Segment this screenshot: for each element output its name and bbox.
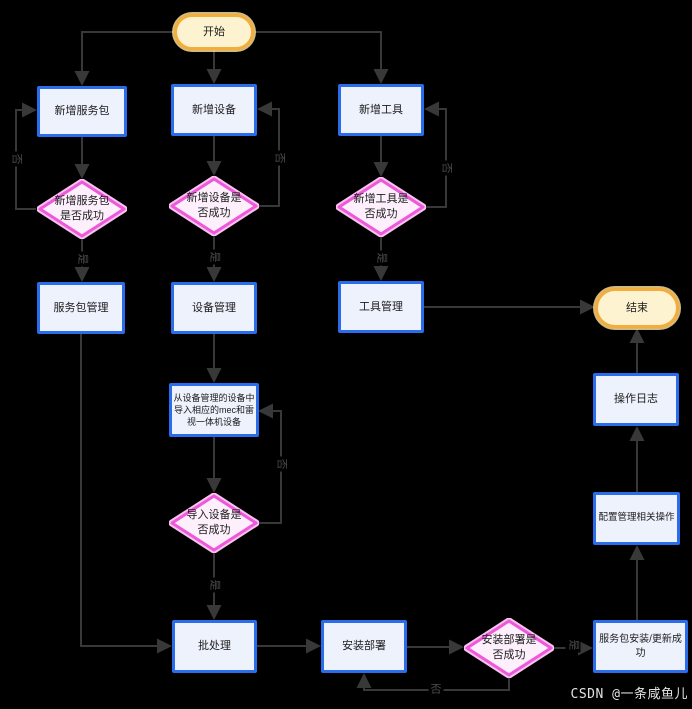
edge-start-to-add-tool (254, 31, 389, 84)
edge-label-svc-no: 否 (8, 151, 24, 167)
diamond-shape (336, 177, 426, 237)
node-import-devices-label: 从设备管理的设备中 导入相应的mec和雷 视一体机设备 (173, 392, 255, 428)
node-pkg-install-update-label: 服务包安装/更新成 功 (599, 634, 682, 659)
node-device-mgmt-label: 设备管理 (192, 301, 236, 314)
node-device-success-label: 新增设备是 否成功 (186, 192, 242, 219)
node-add-device: 新增设备 (171, 84, 257, 136)
node-tool-success-decision: 新增工具是 否成功 (336, 177, 426, 237)
edge-label-tool-yes: 是 (373, 250, 389, 266)
node-import-success-label: 导入设备是 否成功 (186, 509, 242, 536)
node-deploy-success-label: 安装部署是 否成功 (481, 634, 537, 661)
node-add-tool-label: 新增工具 (359, 103, 403, 116)
node-svc-pkg-success-label: 新增服务包 是否成功 (54, 195, 110, 222)
node-config-mgmt-ops-label: 配置管理相关操作 (598, 512, 675, 524)
node-import-success-decision: 导入设备是 否成功 (169, 493, 259, 553)
node-import-devices: 从设备管理的设备中 导入相应的mec和雷 视一体机设备 (169, 383, 259, 437)
node-batch-process: 批处理 (172, 620, 257, 673)
diamond-shape (169, 493, 259, 553)
node-tool-mgmt-label: 工具管理 (359, 300, 403, 313)
edge-pkg-mgmt-to-batch (80, 334, 172, 654)
node-device-mgmt: 设备管理 (171, 282, 257, 334)
node-add-device-label: 新增设备 (192, 103, 236, 116)
node-tool-mgmt: 工具管理 (338, 281, 424, 333)
node-install-deploy: 安装部署 (321, 620, 407, 673)
edge-label-tool-no: 否 (438, 160, 454, 176)
edge-label-deploy-yes: 是 (565, 637, 581, 653)
edge-label-dev-no: 否 (271, 150, 287, 166)
diamond-shape (37, 179, 127, 239)
diamond-shape (169, 176, 259, 236)
edge-label-dev-yes: 是 (206, 249, 222, 265)
node-deploy-success-decision: 安装部署是 否成功 (464, 618, 554, 678)
csdn-watermark: CSDN @一条咸鱼儿 (570, 687, 688, 702)
node-end-label: 结束 (626, 301, 648, 314)
edge-label-svc-yes: 是 (74, 251, 90, 267)
node-operation-log: 操作日志 (593, 373, 679, 426)
node-batch-process-label: 批处理 (198, 640, 231, 653)
node-add-service-pkg-label: 新增服务包 (54, 105, 110, 118)
edge-label-import-no: 否 (273, 456, 289, 472)
edge-tool-decision-no-loop (424, 101, 447, 208)
node-end: 结束 (595, 288, 679, 328)
node-tool-success-label: 新增工具是 否成功 (353, 193, 409, 220)
node-device-success-decision: 新增设备是 否成功 (169, 176, 259, 236)
node-svc-pkg-success-decision: 新增服务包 是否成功 (37, 179, 127, 239)
node-add-tool: 新增工具 (338, 84, 424, 136)
node-config-mgmt-ops: 配置管理相关操作 (593, 492, 680, 545)
edge-label-import-yes: 是 (206, 577, 222, 593)
node-start-label: 开始 (203, 25, 225, 38)
node-add-service-pkg: 新增服务包 (37, 86, 127, 137)
node-install-deploy-label: 安装部署 (342, 640, 386, 653)
node-operation-log-label: 操作日志 (614, 393, 658, 406)
edge-label-deploy-no: 否 (428, 682, 444, 698)
node-pkg-install-update: 服务包安装/更新成 功 (593, 620, 688, 673)
edge-start-to-add-service-pkg (74, 31, 174, 86)
diamond-shape (464, 618, 554, 678)
node-start: 开始 (174, 14, 254, 50)
node-service-pkg-mgmt: 服务包管理 (37, 282, 125, 334)
node-service-pkg-mgmt-label: 服务包管理 (53, 301, 109, 314)
